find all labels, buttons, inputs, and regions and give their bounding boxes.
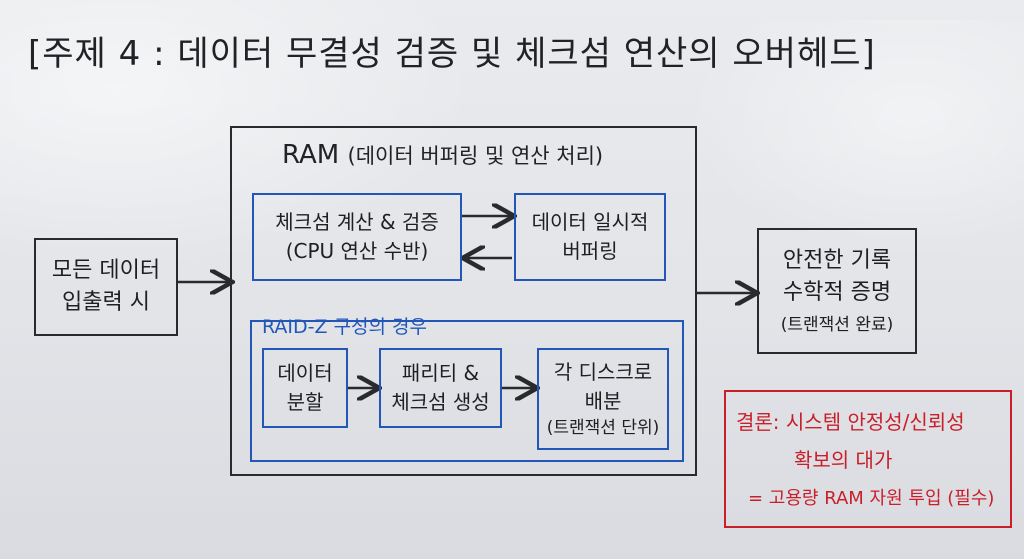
raid-group-box [250, 320, 684, 462]
checksum-box: 체크섬 계산 & 검증 (CPU 연산 수반) [252, 193, 462, 281]
output-line3: (트랜잭션 완료) [780, 315, 894, 335]
split-line1: 데이터 [277, 361, 333, 385]
ram-box [230, 126, 697, 476]
ram-label: RAM [282, 140, 340, 170]
distribute-line1: 각 디스크로 [553, 360, 653, 384]
conclusion-line2: 확보의 대가 [794, 448, 893, 472]
conclusion-line3: = 고용량 RAM 자원 투입 (필수) [748, 488, 995, 509]
split-line2: 분할 [286, 390, 324, 414]
distribute-box: 각 디스크로 배분 (트랜잭션 단위) [537, 348, 669, 450]
topic-title: [주제 4 : 데이터 무결성 검증 및 체크섬 연산의 오버헤드] [28, 34, 876, 74]
conclusion-box: 결론: 시스템 안정성/신뢰성 확보의 대가 = 고용량 RAM 자원 투입 (… [724, 390, 1012, 528]
checksum-line1: 체크섬 계산 & 검증 [275, 210, 439, 234]
buffer-line2: 버퍼링 [562, 239, 618, 263]
checksum-line2: (CPU 연산 수반) [285, 239, 429, 263]
raid-label: RAID-Z 구성의 경우 [262, 316, 428, 338]
distribute-line3: (트랜잭션 단위) [546, 418, 660, 438]
output-box: 안전한 기록 수학적 증명 (트랜잭션 완료) [757, 228, 917, 354]
parity-box: 패리티 & 체크섬 생성 [379, 348, 502, 428]
output-line1: 안전한 기록 [782, 248, 892, 273]
parity-line2: 체크섬 생성 [391, 390, 490, 414]
parity-line1: 패리티 & [401, 361, 480, 385]
ram-title: RAM (데이터 버퍼링 및 연산 처리) [282, 140, 603, 170]
distribute-line2: 배분 [584, 389, 622, 413]
buffer-box: 데이터 일시적 버퍼링 [514, 193, 666, 281]
split-box: 데이터 분할 [262, 348, 348, 428]
input-box-line1: 모든 데이터 [51, 258, 161, 283]
ram-sublabel: (데이터 버퍼링 및 연산 처리) [347, 144, 604, 168]
input-box-line2: 입출력 시 [62, 290, 150, 315]
input-box: 모든 데이터 입출력 시 [34, 238, 178, 336]
output-line2: 수학적 증명 [782, 280, 892, 305]
conclusion-line1: 결론: 시스템 안정성/신뢰성 [736, 410, 965, 434]
buffer-line1: 데이터 일시적 [531, 210, 649, 234]
